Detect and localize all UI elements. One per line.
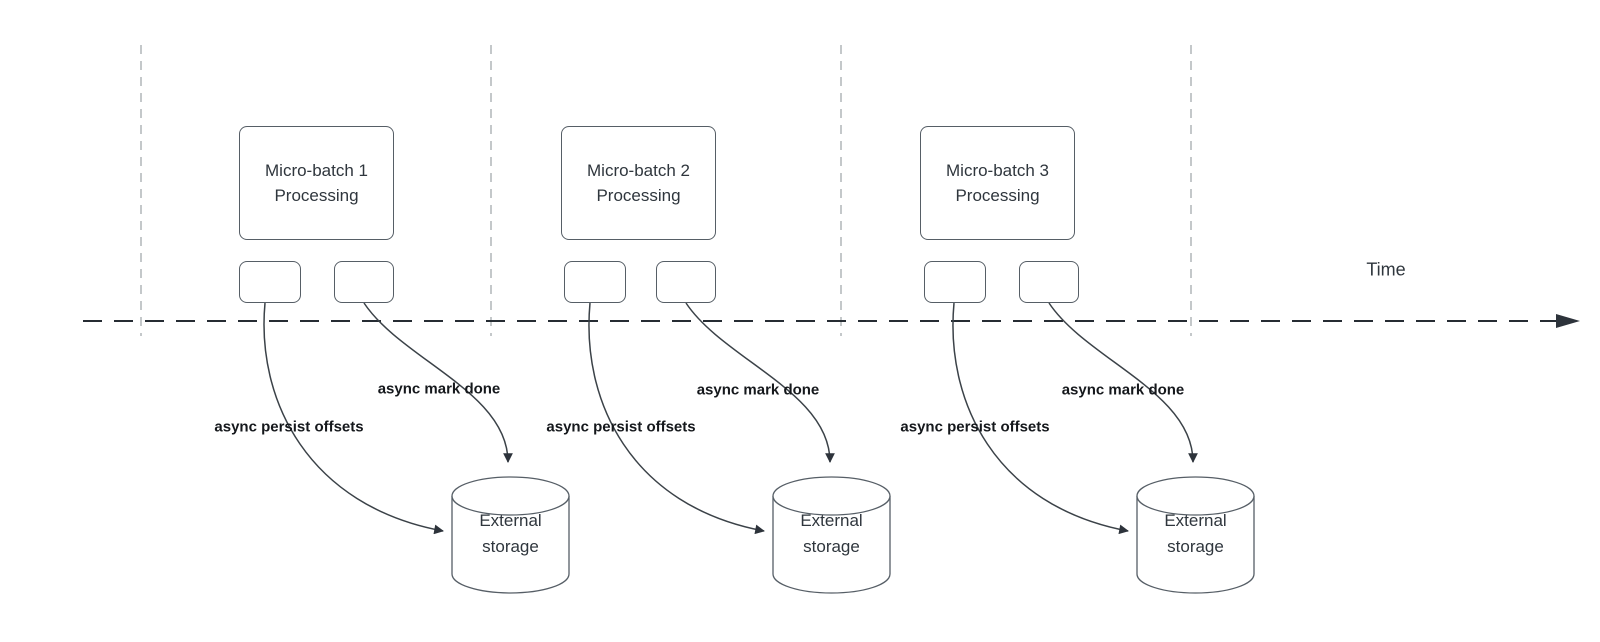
external-storage-label-line1: External: [800, 511, 863, 530]
external-storage-label-line2: storage: [482, 537, 539, 556]
external-storage-cylinder-2: [772, 476, 891, 594]
async-mark-done-arrow-1: [363, 302, 513, 463]
external-storage-label-3: External storage: [1164, 508, 1226, 560]
external-storage-label-1: External storage: [479, 508, 541, 560]
external-storage-cylinder-3: [1136, 476, 1255, 594]
persist-offsets-task-box-3: [924, 261, 986, 303]
external-storage-label-line1: External: [479, 511, 542, 530]
external-storage-cylinder-1: [451, 476, 570, 594]
mark-done-annotation-2: async mark done: [696, 381, 820, 399]
external-storage-label-line2: storage: [803, 537, 860, 556]
persist-offsets-annotation-1: async persist offsets: [214, 418, 364, 436]
process-box-micro-batch-1: Micro-batch 1 Processing: [239, 126, 394, 240]
external-storage-label-2: External storage: [800, 508, 862, 560]
persist-offsets-annotation-2: async persist offsets: [546, 418, 696, 436]
process-box-label-line1: Micro-batch 1: [265, 161, 368, 180]
process-box-label-line2: Processing: [596, 186, 681, 205]
persist-offsets-task-box-2: [564, 261, 626, 303]
async-persist-offsets-arrow-3: [952, 302, 1129, 535]
process-box-label-line2: Processing: [274, 186, 359, 205]
process-box-label-line2: Processing: [955, 186, 1040, 205]
async-persist-offsets-arrow-2: [588, 302, 765, 535]
process-box-micro-batch-3: Micro-batch 3 Processing: [920, 126, 1075, 240]
external-storage-label-line1: External: [1164, 511, 1227, 530]
external-storage-label-line2: storage: [1167, 537, 1224, 556]
time-axis-arrowhead-icon: [1556, 314, 1580, 328]
mark-done-task-box-2: [656, 261, 716, 303]
mark-done-task-box-3: [1019, 261, 1079, 303]
async-mark-done-arrow-3: [1048, 302, 1198, 463]
time-axis-label: Time: [1366, 259, 1406, 280]
mark-done-annotation-1: async mark done: [377, 380, 501, 398]
process-box-label-line1: Micro-batch 2: [587, 161, 690, 180]
async-persist-offsets-arrow-1: [263, 302, 444, 535]
process-box-micro-batch-2: Micro-batch 2 Processing: [561, 126, 716, 240]
mark-done-task-box-1: [334, 261, 394, 303]
persist-offsets-task-box-1: [239, 261, 301, 303]
async-mark-done-arrow-2: [685, 302, 835, 463]
process-box-label-line1: Micro-batch 3: [946, 161, 1049, 180]
persist-offsets-annotation-3: async persist offsets: [900, 418, 1050, 436]
mark-done-annotation-3: async mark done: [1061, 381, 1185, 399]
